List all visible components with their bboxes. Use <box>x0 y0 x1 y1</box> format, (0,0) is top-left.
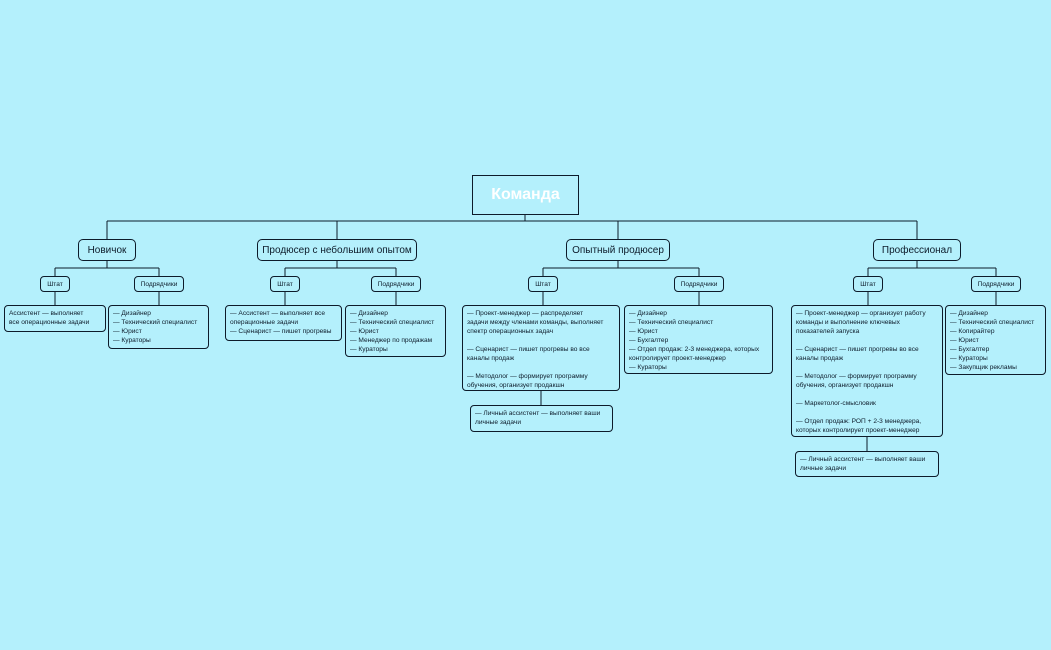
contractors-list-professional: — Дизайнер — Технический специалист — Копи… <box>945 305 1046 375</box>
note-line <box>796 390 938 399</box>
staff-label: Штат <box>535 280 551 288</box>
contractors-list-experienced-producer: — Дизайнер — Технический специалист — Юрис… <box>624 305 773 374</box>
note-line: — Технический специалист <box>113 319 198 326</box>
note-line: каналы продаж <box>796 355 844 362</box>
note-line: — Личный ассистент — выполняет ваши <box>475 410 601 417</box>
note-line: контролирует проект-менеджер <box>629 355 726 362</box>
note-line: — Личный ассистент — выполняет ваши <box>800 456 926 463</box>
contractors-label-junior-producer[interactable]: Подрядчики <box>371 276 421 292</box>
note-line: — Маркетолог-смысловик <box>796 400 876 407</box>
note-line <box>467 336 615 345</box>
root-node-team[interactable]: Команда <box>472 175 579 215</box>
note-line: — Юрист <box>113 328 142 335</box>
note-line: — Бухгалтер <box>629 337 669 344</box>
staff-label-professional[interactable]: Штат <box>853 276 883 292</box>
note-line: — Юрист <box>350 328 379 335</box>
note-line: — Дизайнер <box>113 310 151 317</box>
note-line: каналы продаж <box>467 355 515 362</box>
note-line: спектр операционных задач <box>467 328 554 335</box>
note-line: обучения, организует продакшн <box>467 382 565 389</box>
note-line: личные задачи <box>800 465 847 472</box>
level-node-professional[interactable]: Профессионал <box>873 239 961 261</box>
assistant-note-experienced-producer: — Личный ассистент — выполняет ваши личны… <box>470 405 613 432</box>
contractors-label-professional[interactable]: Подрядчики <box>971 276 1021 292</box>
note-line: — Отдел продаж: 2-3 менеджера, которых <box>629 346 760 353</box>
note-line: — Кураторы <box>629 364 667 371</box>
note-line: задачи между членами команды, выполняет <box>467 319 604 326</box>
level-title: Продюсер с небольшим опытом <box>262 244 412 256</box>
note-line: операционные задачи <box>230 319 299 326</box>
note-line: — Технический специалист <box>350 319 435 326</box>
staff-label: Штат <box>277 280 293 288</box>
note-line: — Методолог — формирует программу <box>796 373 917 380</box>
note-line <box>796 408 938 417</box>
note-line: — Бухгалтер <box>950 346 990 353</box>
contractors-label: Подрядчики <box>977 280 1015 288</box>
level-node-experienced-producer[interactable]: Опытный продюсер <box>566 239 670 261</box>
note-line <box>467 363 615 372</box>
note-line: — Методолог — формирует программу <box>467 373 588 380</box>
note-line: — Кураторы <box>113 337 151 344</box>
note-line: обучения, организует продакшн <box>796 382 894 389</box>
note-line: которых контролирует проект-менеджер <box>796 427 920 434</box>
note-line: — Отдел продаж: РОП + 2-3 менеджера, <box>796 418 922 425</box>
note-line: личные задачи <box>475 419 522 426</box>
note-line: — Дизайнер <box>629 310 667 317</box>
note-line: — Проект-менеджер — распределяет <box>467 310 584 317</box>
level-title: Новичок <box>87 244 127 256</box>
note-line: — Копирайтер <box>950 328 995 335</box>
contractors-label: Подрядчики <box>140 280 178 288</box>
note-line: — Технический специалист <box>950 319 1035 326</box>
note-line: — Дизайнер <box>350 310 388 317</box>
note-line <box>796 363 938 372</box>
staff-list-experienced-producer: — Проект-менеджер — распределяет задачи м… <box>462 305 620 391</box>
note-line: — Ассистент — выполняет все <box>230 310 326 317</box>
contractors-list-junior-producer: — Дизайнер — Технический специалист — Юрис… <box>345 305 446 357</box>
staff-label-experienced-producer[interactable]: Штат <box>528 276 558 292</box>
note-line: — Закупщик рекламы <box>950 364 1017 371</box>
note-line: все операционные задачи <box>9 319 90 326</box>
staff-label-junior-producer[interactable]: Штат <box>270 276 300 292</box>
contractors-label: Подрядчики <box>377 280 415 288</box>
level-node-junior-producer[interactable]: Продюсер с небольшим опытом <box>257 239 417 261</box>
staff-list-junior-producer: — Ассистент — выполняет все операционные … <box>225 305 342 341</box>
note-line: команды и выполнение ключевых <box>796 319 900 326</box>
level-title: Профессионал <box>881 244 953 256</box>
staff-label: Штат <box>47 280 63 288</box>
note-line: — Кураторы <box>950 355 988 362</box>
staff-label-beginner[interactable]: Штат <box>40 276 70 292</box>
note-line: — Сценарист — пишет прогревы во все <box>796 346 919 353</box>
note-line <box>796 336 938 345</box>
note-line: Ассистент — выполняет <box>9 310 84 317</box>
staff-list-professional: — Проект-менеджер — организует работу ком… <box>791 305 943 437</box>
contractors-label: Подрядчики <box>680 280 718 288</box>
note-line: — Проект-менеджер — организует работу <box>796 310 926 317</box>
level-node-beginner[interactable]: Новичок <box>78 239 136 261</box>
assistant-note-professional: — Личный ассистент — выполняет ваши личны… <box>795 451 939 477</box>
root-title: Команда <box>491 186 560 203</box>
level-title: Опытный продюсер <box>572 244 664 256</box>
note-line: — Юрист <box>629 328 658 335</box>
contractors-label-experienced-producer[interactable]: Подрядчики <box>674 276 724 292</box>
note-line: показателей запуска <box>796 328 860 335</box>
note-line: — Юрист <box>950 337 979 344</box>
note-line: — Кураторы <box>350 346 388 353</box>
note-line: — Менеджер по продажам <box>350 337 433 344</box>
staff-label: Штат <box>860 280 876 288</box>
note-line: — Дизайнер <box>950 310 988 317</box>
note-line: — Сценарист — пишет прогревы во все <box>467 346 590 353</box>
note-line: — Сценарист — пишет прогревы <box>230 328 332 335</box>
note-line: — Технический специалист <box>629 319 714 326</box>
contractors-label-beginner[interactable]: Подрядчики <box>134 276 184 292</box>
contractors-list-beginner: — Дизайнер — Технический специалист — Юрис… <box>108 305 209 349</box>
staff-list-beginner: Ассистент — выполняет все операционные за… <box>4 305 106 332</box>
